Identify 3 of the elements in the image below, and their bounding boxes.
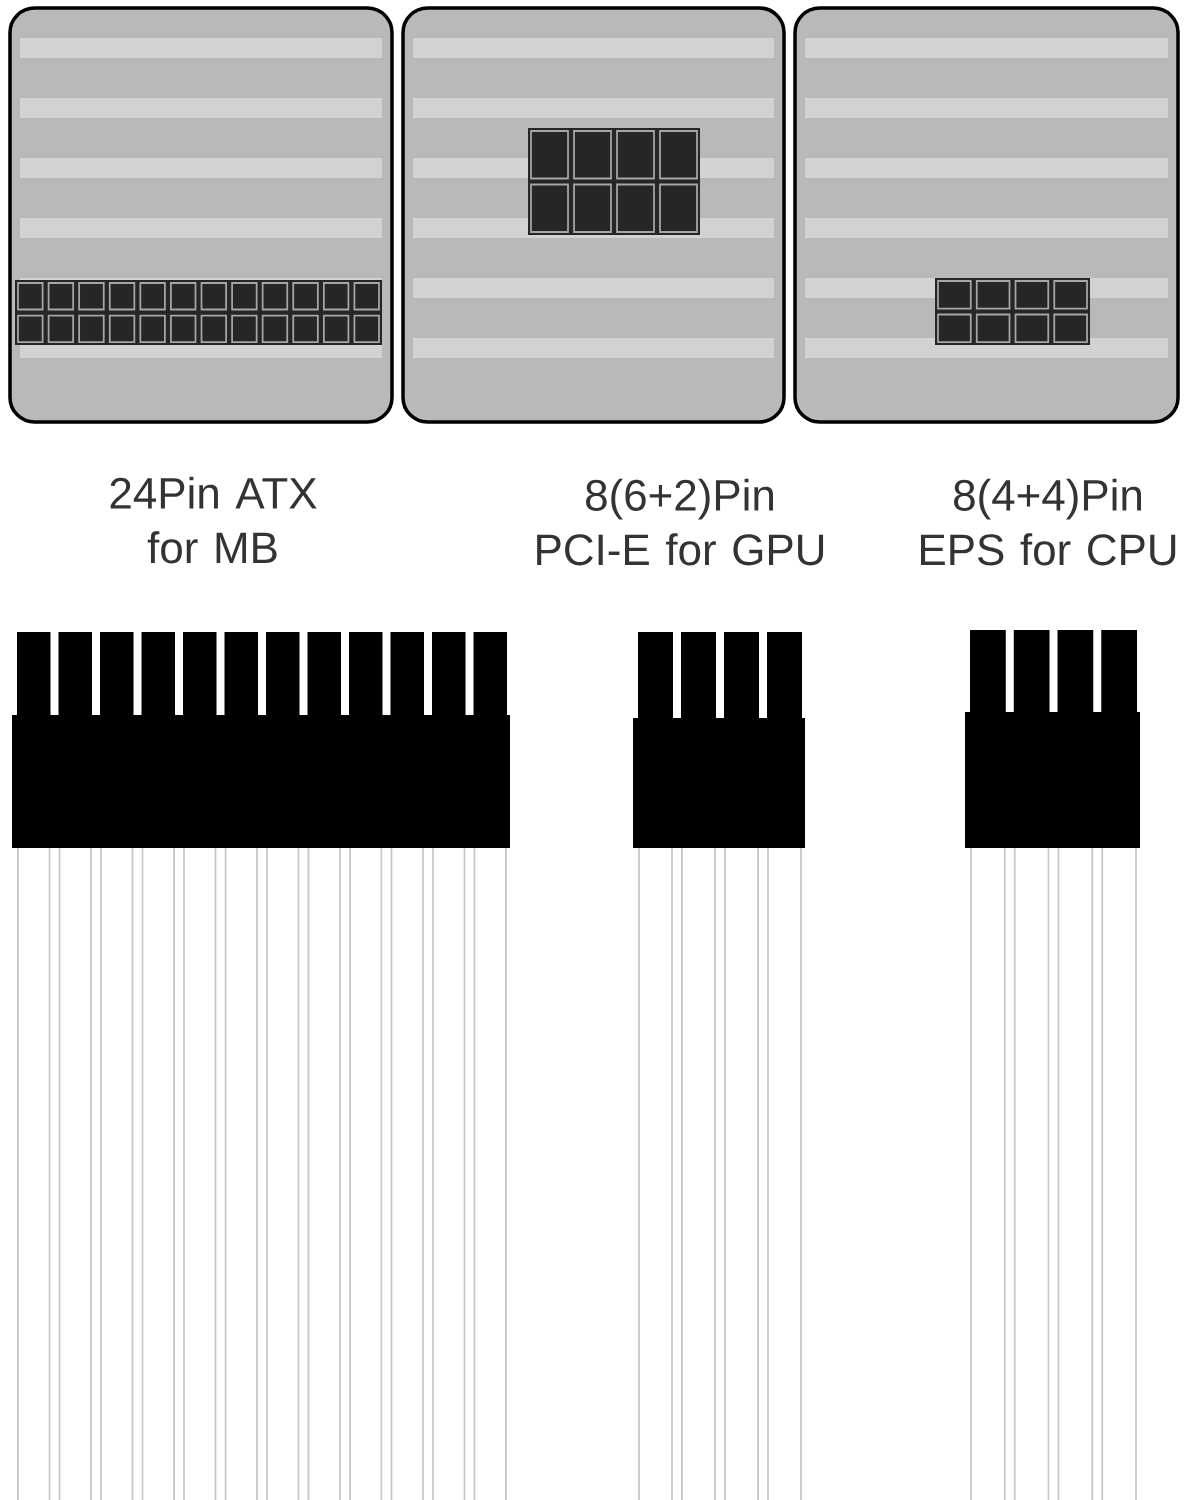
connector-label: 8(6+2)Pin PCI-E for GPU — [537, 478, 824, 566]
connector-label: 8(4+4)Pin EPS for CPU — [921, 478, 1176, 566]
connector-label: 24Pin ATX for MB — [110, 476, 317, 564]
